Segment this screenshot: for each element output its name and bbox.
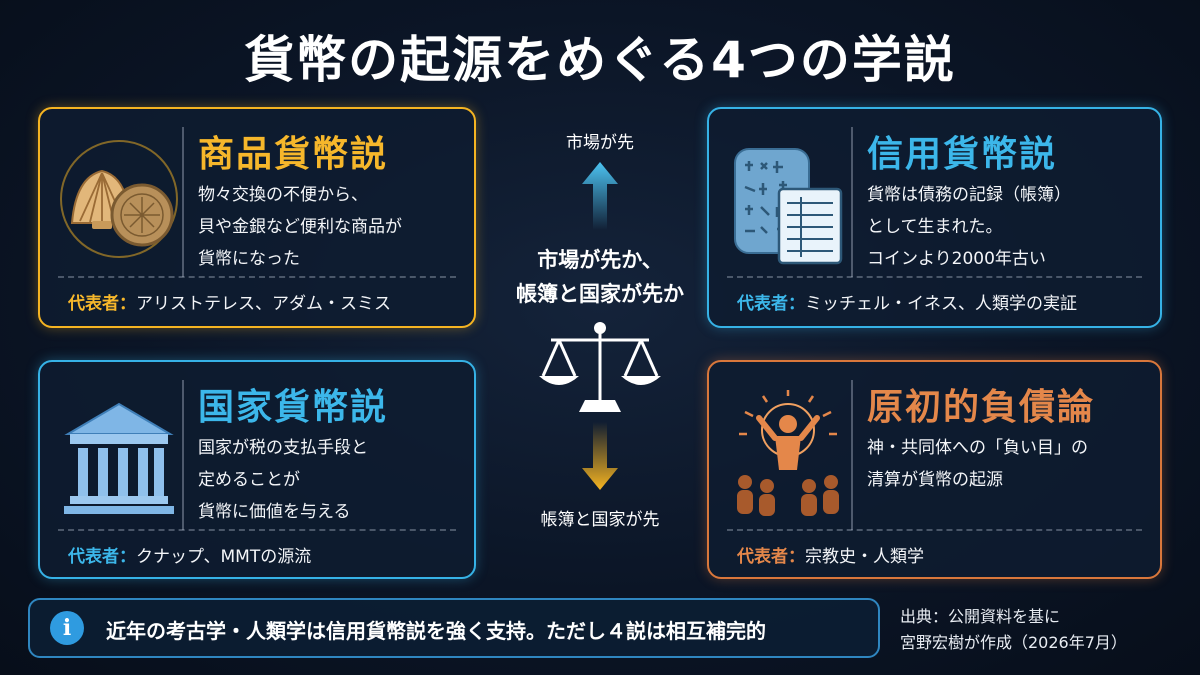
representatives-value: クナップ、MMTの源流 — [136, 547, 312, 567]
card-title: 信用貨幣説 — [867, 134, 1058, 175]
representatives-label: 代表者： — [68, 294, 136, 314]
state-money-card: 国家貨幣説 国家が税の支払手段と 定めることが 貨幣に価値を与える 代表者：クナ… — [38, 360, 476, 579]
card-description: 神・共同体への「負い目」の 清算が貨幣の起源 — [867, 432, 1147, 496]
card-divider — [182, 380, 184, 530]
representatives-label: 代表者： — [737, 294, 805, 314]
dashed-divider — [727, 276, 1142, 278]
representatives-value: 宗教史・人類学 — [805, 547, 924, 567]
description-line: 物々交換の不便から、 — [198, 185, 368, 205]
shell-and-coin-icon — [60, 140, 178, 258]
description-line: 貨幣は債務の記録（帳簿） — [867, 185, 1071, 205]
government-building-icon — [64, 402, 174, 514]
card-divider — [851, 380, 853, 530]
central-question: 市場が先か、 帳簿と国家が先か — [490, 243, 710, 311]
central-question-line: 帳簿と国家が先か — [516, 282, 684, 306]
card-description: 国家が税の支払手段と 定めることが 貨幣に価値を与える — [198, 432, 478, 528]
representatives-label: 代表者： — [737, 547, 805, 567]
description-line: 貨幣になった — [198, 249, 300, 269]
central-question-line: 市場が先か、 — [537, 248, 663, 272]
commodity-money-card: 商品貨幣説 物々交換の不便から、 貝や金銀など便利な商品が 貨幣になった 代表者… — [38, 107, 476, 328]
info-icon: i — [50, 611, 84, 645]
down-arrow-icon — [582, 422, 618, 490]
card-title: 国家貨幣説 — [198, 387, 389, 428]
description-line: 貨幣に価値を与える — [198, 502, 351, 522]
scales-icon — [539, 322, 661, 412]
dashed-divider — [727, 529, 1142, 531]
representatives: 代表者：宗教史・人類学 — [737, 542, 924, 567]
up-arrow-icon — [582, 162, 618, 230]
credit-money-card: 信用貨幣説 貨幣は債務の記録（帳簿） として生まれた。 コインより2000年古い… — [707, 107, 1162, 328]
description-line: 国家が税の支払手段と — [198, 438, 368, 458]
card-divider — [182, 127, 184, 277]
representatives: 代表者：アリストテレス、アダム・スミス — [68, 289, 391, 314]
representatives: 代表者：クナップ、MMTの源流 — [68, 542, 311, 567]
page-title: 貨幣の起源をめぐる4つの学説 — [244, 31, 956, 89]
representatives-value: アリストテレス、アダム・スミス — [136, 294, 391, 314]
card-divider — [851, 127, 853, 277]
dashed-divider — [58, 529, 456, 531]
ledger-state-first-label: 帳簿と国家が先 — [540, 510, 660, 530]
representatives-value: ミッチェル・イネス、人類学の実証 — [805, 294, 1077, 314]
description-line: 貝や金銀など便利な商品が — [198, 217, 402, 237]
source-line: 出典：公開資料を基に — [900, 607, 1061, 626]
dashed-divider — [58, 276, 456, 278]
source-line: 宮野宏樹が作成（2026年7月） — [900, 633, 1127, 652]
description-line: 神・共同体への「負い目」の — [867, 438, 1088, 458]
card-title: 商品貨幣説 — [198, 134, 389, 175]
representatives-label: 代表者： — [68, 547, 136, 567]
divine-figure-crowd-icon — [737, 390, 839, 516]
primordial-debt-card: 原初的負債論 神・共同体への「負い目」の 清算が貨幣の起源 代表者：宗教史・人類… — [707, 360, 1162, 579]
description-line: 清算が貨幣の起源 — [867, 470, 1003, 490]
info-banner-text: 近年の考古学・人類学は信用貨幣説を強く支持。ただし４説は相互補完的 — [106, 619, 766, 643]
market-first-label: 市場が先 — [566, 133, 634, 153]
representatives: 代表者：ミッチェル・イネス、人類学の実証 — [737, 289, 1077, 314]
card-title: 原初的負債論 — [867, 387, 1096, 428]
card-description: 物々交換の不便から、 貝や金銀など便利な商品が 貨幣になった — [198, 179, 478, 275]
source-credit: 出典：公開資料を基に 宮野宏樹が作成（2026年7月） — [900, 604, 1127, 656]
description-line: として生まれた。 — [867, 217, 1003, 237]
clay-tablet-ledger-icon — [734, 148, 843, 265]
card-description: 貨幣は債務の記録（帳簿） として生まれた。 コインより2000年古い — [867, 179, 1147, 275]
info-banner: i 近年の考古学・人類学は信用貨幣説を強く支持。ただし４説は相互補完的 — [28, 598, 880, 658]
description-line: コインより2000年古い — [867, 249, 1046, 269]
description-line: 定めることが — [198, 470, 300, 490]
